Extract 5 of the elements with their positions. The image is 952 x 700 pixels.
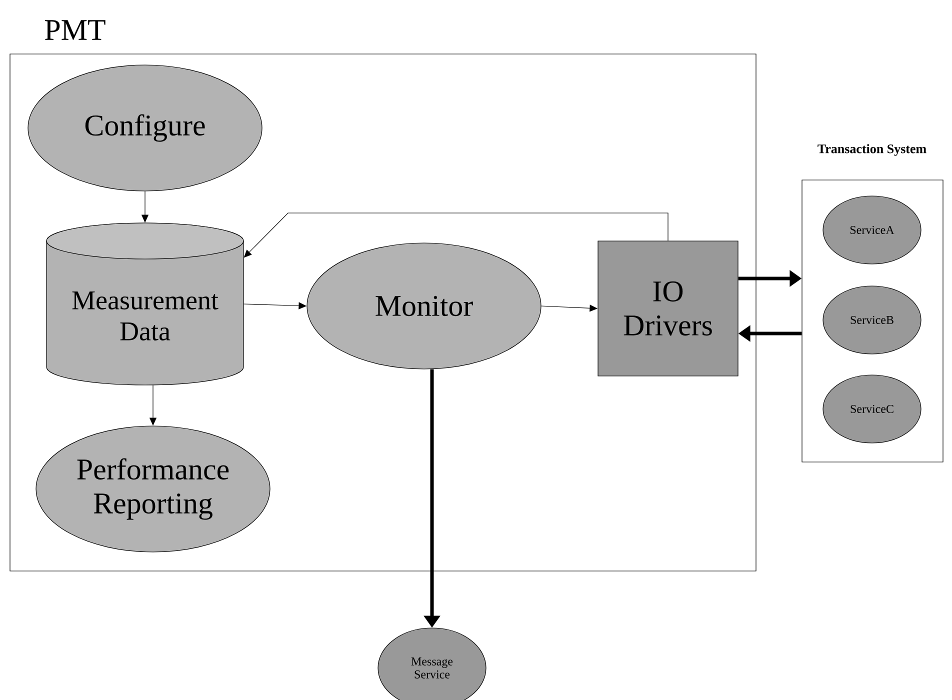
node-label: PMT [45, 20, 106, 40]
node-label: Transaction System [818, 144, 926, 156]
process-box: IO Drivers [598, 240, 738, 376]
database-cylinder: Measurement Data [46, 222, 244, 386]
arrow [244, 212, 668, 258]
